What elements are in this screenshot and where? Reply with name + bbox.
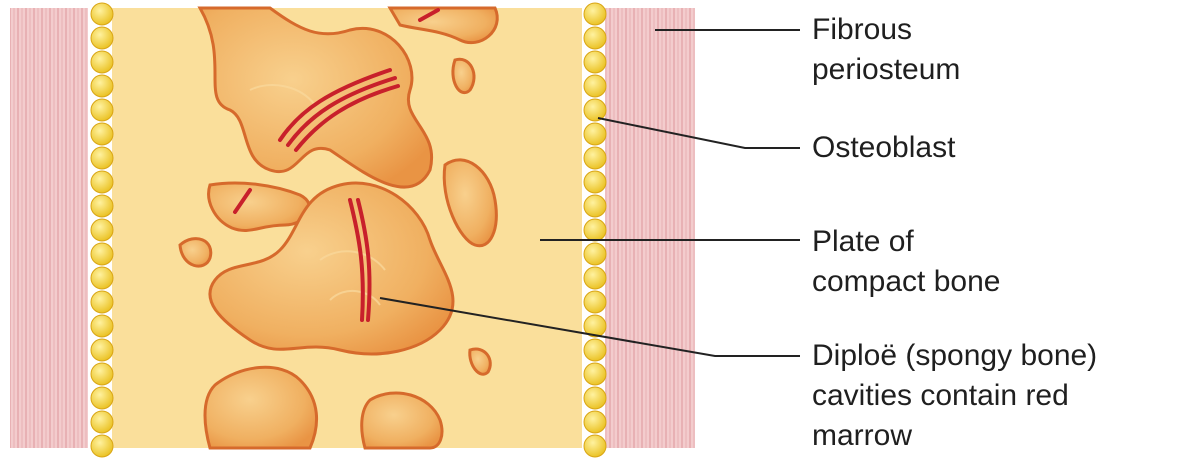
osteoblast-cell bbox=[91, 315, 113, 337]
label-diploe: Diploë (spongy bone) cavities contain re… bbox=[812, 336, 1097, 456]
osteoblast-cell bbox=[91, 435, 113, 457]
left-periosteum bbox=[10, 8, 88, 448]
osteoblast-cell bbox=[91, 3, 113, 25]
osteoblast-cell bbox=[584, 267, 606, 289]
osteoblast-cell bbox=[91, 27, 113, 49]
left-osteoblast-layer bbox=[91, 3, 113, 457]
label-diploe-line1: Diploë (spongy bone) bbox=[812, 336, 1097, 376]
label-osteoblast-line1: Osteoblast bbox=[812, 128, 955, 168]
cavity-bottom-left bbox=[205, 367, 317, 448]
osteoblast-cell bbox=[584, 195, 606, 217]
cavity-small-top bbox=[453, 59, 474, 92]
osteoblast-cell bbox=[584, 291, 606, 313]
osteoblast-cell bbox=[584, 243, 606, 265]
right-osteoblast-layer bbox=[584, 3, 606, 457]
osteoblast-cell bbox=[91, 243, 113, 265]
osteoblast-cell bbox=[91, 339, 113, 361]
label-diploe-line2: cavities contain red bbox=[812, 376, 1097, 416]
label-diploe-line3: marrow bbox=[812, 416, 1097, 456]
osteoblast-cell bbox=[584, 435, 606, 457]
label-plate-compact-bone-line1: Plate of bbox=[812, 222, 1000, 262]
osteoblast-cell bbox=[91, 147, 113, 169]
label-fibrous-periosteum-line2: periosteum bbox=[812, 50, 960, 90]
osteoblast-cell bbox=[584, 411, 606, 433]
label-plate-compact-bone-line2: compact bone bbox=[812, 262, 1000, 302]
label-fibrous-periosteum-line1: Fibrous bbox=[812, 10, 960, 50]
osteoblast-cell bbox=[91, 123, 113, 145]
osteoblast-cell bbox=[584, 147, 606, 169]
osteoblast-cell bbox=[91, 291, 113, 313]
osteoblast-cell bbox=[91, 75, 113, 97]
label-fibrous-periosteum: Fibrous periosteum bbox=[812, 10, 960, 90]
osteoblast-cell bbox=[584, 123, 606, 145]
osteoblast-cell bbox=[584, 51, 606, 73]
right-periosteum bbox=[605, 8, 695, 448]
osteoblast-cell bbox=[584, 75, 606, 97]
osteoblast-cell bbox=[91, 195, 113, 217]
osteoblast-cell bbox=[584, 387, 606, 409]
osteoblast-cell bbox=[91, 99, 113, 121]
osteoblast-cell bbox=[584, 27, 606, 49]
osteoblast-cell bbox=[584, 219, 606, 241]
osteoblast-cell bbox=[91, 411, 113, 433]
label-plate-compact-bone: Plate of compact bone bbox=[812, 222, 1000, 302]
osteoblast-cell bbox=[91, 267, 113, 289]
osteoblast-cell bbox=[584, 339, 606, 361]
osteoblast-cell bbox=[91, 387, 113, 409]
label-osteoblast: Osteoblast bbox=[812, 128, 955, 168]
osteoblast-cell bbox=[91, 51, 113, 73]
osteoblast-cell bbox=[91, 171, 113, 193]
osteoblast-cell bbox=[91, 363, 113, 385]
osteoblast-cell bbox=[584, 171, 606, 193]
osteoblast-cell bbox=[584, 363, 606, 385]
osteoblast-cell bbox=[584, 99, 606, 121]
osteoblast-cell bbox=[91, 219, 113, 241]
osteoblast-cell bbox=[584, 3, 606, 25]
